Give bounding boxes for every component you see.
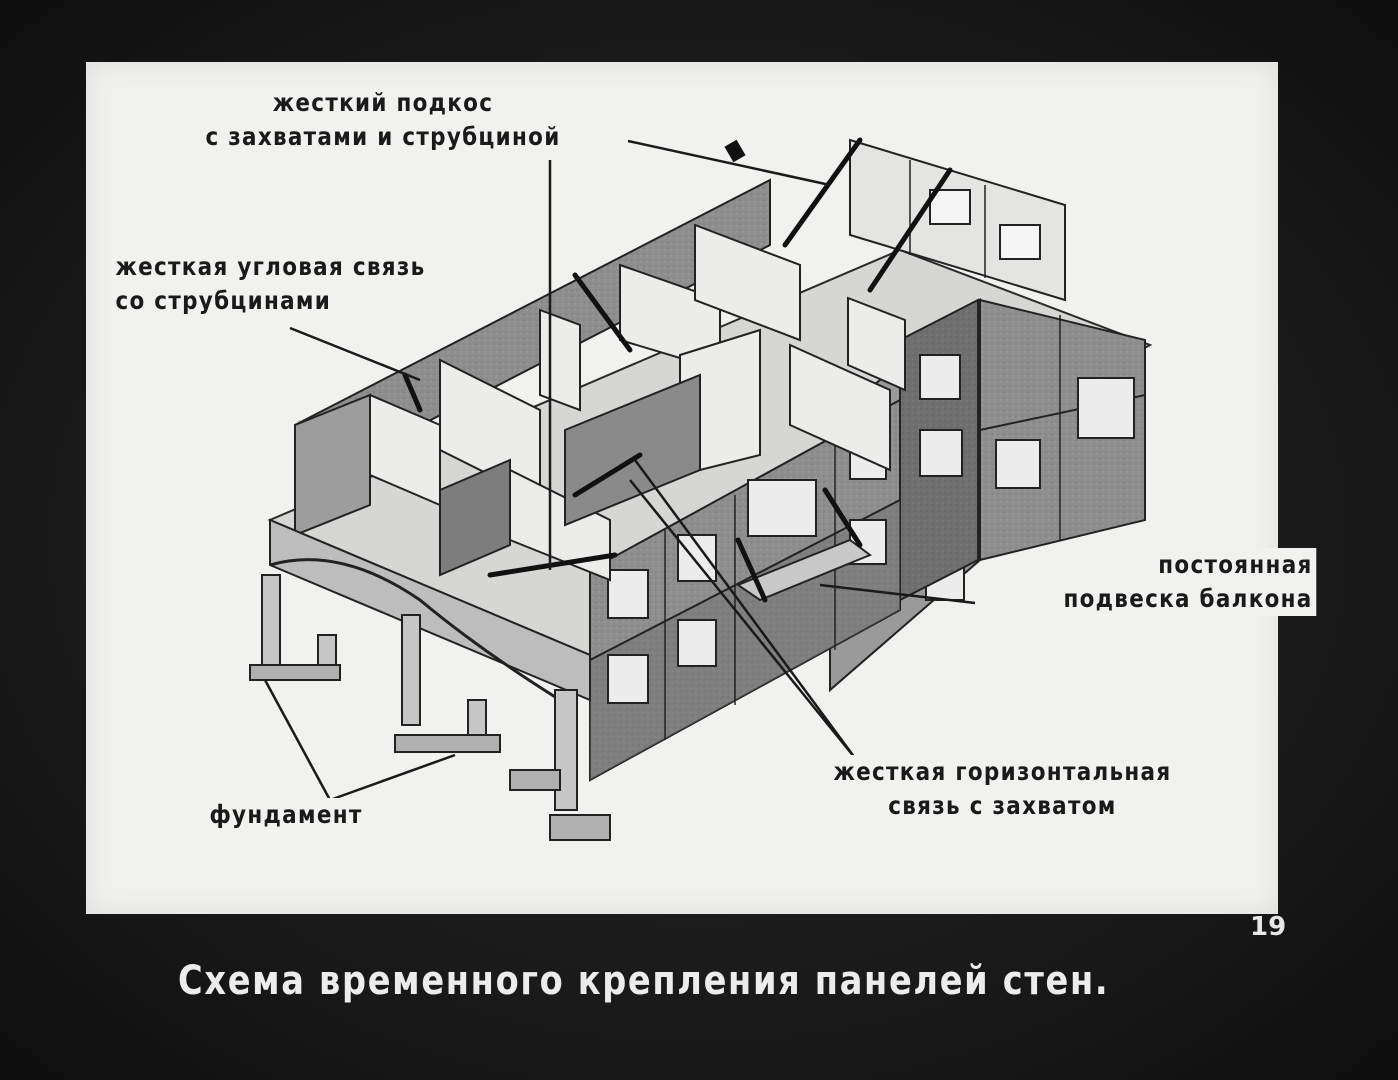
- slide-caption: Схема временного крепления панелей стен.: [178, 958, 1110, 1004]
- balcony-suspension-label: постоянная подвеска балкона: [1060, 548, 1317, 616]
- horizontal-tie-label: жесткая горизонтальная связь с захватом: [830, 755, 1175, 823]
- front-facade: [589, 398, 901, 782]
- foundation-structure: [249, 518, 611, 841]
- foundation-label: фундамент: [206, 798, 367, 832]
- corner-tie-label: жесткая угловая связь со струбцинами: [112, 250, 429, 318]
- upper-panels: [849, 138, 1066, 302]
- leader-lines: [263, 139, 976, 802]
- left-gable: [294, 393, 371, 537]
- clamp-icon: [724, 139, 746, 163]
- brace-label: жесткий подкос с захватами и струбциной: [202, 86, 565, 154]
- temporary-braces: [402, 137, 953, 603]
- interior-partitions: [369, 223, 906, 582]
- central-pier: [899, 298, 979, 602]
- page-number: 19: [1250, 912, 1287, 942]
